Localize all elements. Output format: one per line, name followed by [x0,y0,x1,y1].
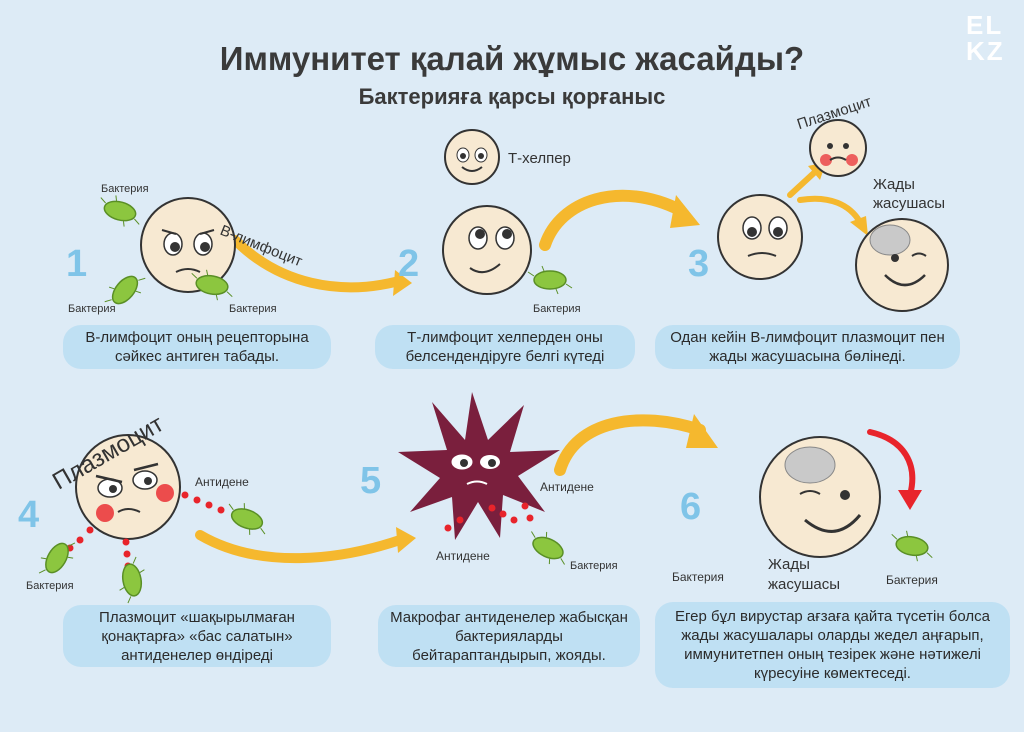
arrowhead-3-memory [850,216,868,236]
label-memory-6-line2: жасушасы [768,576,841,593]
caption-step-2-text: Т-лимфоцит хелперден оны белсендендіруге… [405,329,605,365]
step-number-2: 2 [398,243,420,285]
caption-step-1-text: В-лимфоцит оның рецепторына сәйкес антиг… [85,329,309,365]
label-bacteria-4: Бактерия [26,580,74,592]
b-lymphocyte-dividing-cell [717,194,803,280]
bacteria-4a [220,497,274,541]
caption-step-6: Егер бұл вирустар ағзаға қайта түсетін б… [655,602,1010,688]
label-bacteria-1c: Бактерия [229,303,277,315]
arrowhead-4-5 [396,527,416,553]
plasmocyte-small-cell [809,119,867,177]
label-bacteria-6a: Бактерия [672,570,724,584]
arrow-5-6 [554,414,706,476]
label-antibody-5a: Антидене [540,480,594,494]
memory-cell-6 [759,436,881,558]
caption-step-6-text: Егер бұл вирустар ағзаға қайта түсетін б… [675,608,990,682]
label-memory-3-line2: жасушасы [873,195,946,212]
caption-step-4: Плазмоцит «шақырылмаған қонақтарға» «бас… [63,605,331,667]
label-antibody-4: Антидене [195,475,249,489]
label-bacteria-2: Бактерия [533,303,581,315]
arrow-4-5 [195,530,405,564]
label-bacteria-5: Бактерия [570,560,618,572]
caption-step-5-text: Макрофаг антиденелер жабысқан бактерияла… [390,608,628,664]
arrow-3-memory [797,195,863,225]
bacteria-4c [113,555,151,605]
caption-step-5: Макрофаг антиденелер жабысқан бактерияла… [378,605,640,667]
arrow-2-3 [539,189,686,251]
step-number-6: 6 [680,486,702,528]
bacteria-1a [94,191,146,231]
memory-cell-3 [855,218,949,312]
bacteria-5 [521,525,575,571]
step-number-4: 4 [18,494,40,536]
step-number-5: 5 [360,460,382,502]
plasmocyte-cell [75,434,181,540]
arrowhead-5-6 [686,414,718,448]
caption-step-1: В-лимфоцит оның рецепторына сәйкес антиг… [63,325,331,369]
antibody-dots-5 [444,502,534,532]
t-helper-cell [444,129,500,185]
page-title: Иммунитет қалай жұмыс жасайды? [219,40,805,77]
label-bacteria-1b: Бактерия [68,303,116,315]
caption-step-3-text: Одан кейін В-лимфоцит плазмоцит пен жады… [670,329,945,365]
b-lymphocyte-cell [140,197,236,293]
label-memory-6-line1: Жады [768,556,810,573]
label-bacteria-6b: Бактерия [886,573,938,587]
caption-step-3: Одан кейін В-лимфоцит плазмоцит пен жады… [655,325,960,369]
page-subtitle: Бактерияға қарсы қорғаныс [358,84,666,109]
caption-step-4-text: Плазмоцит «шақырылмаған қонақтарға» «бас… [99,608,295,664]
arrowhead-1-2 [393,270,412,296]
arrow-3-plasmocyte [787,169,818,198]
step-number-1: 1 [66,243,88,285]
bacteria-6 [887,527,937,565]
arrow-red-6 [867,429,916,498]
step-number-3: 3 [688,243,710,285]
arrowhead-2-3 [670,195,700,228]
b-lymphocyte-waiting-cell [442,205,532,295]
label-bacteria-1a: Бактерия [101,183,149,195]
bacteria-2 [527,265,573,295]
caption-step-2: Т-лимфоцит хелперден оны белсендендіруге… [375,325,635,369]
label-memory-3-line1: Жады [873,176,915,193]
macrophage-cell [398,392,560,540]
elkz-logo: ELKZ [966,12,1012,64]
arrow-1-2 [230,235,400,293]
arrowhead-red-6 [898,490,922,510]
label-t-helper: Т-хелпер [508,150,571,167]
bacteria-4b [33,531,81,585]
label-antibody-5b: Антидене [436,549,490,563]
logo-text: ELKZ [966,10,1005,66]
